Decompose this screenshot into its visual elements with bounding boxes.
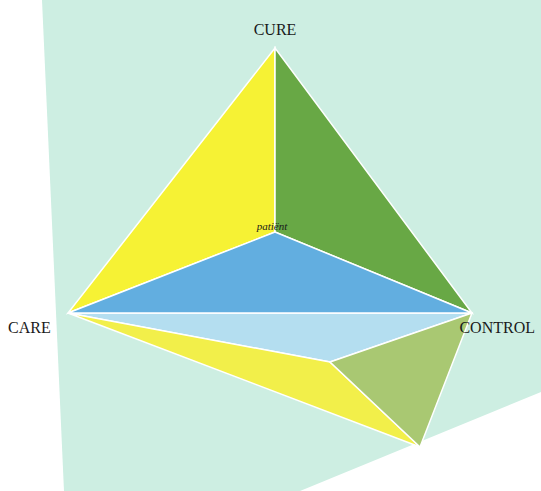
vertex-label: CARE (8, 320, 51, 336)
vertex-label: CURE (254, 22, 297, 38)
care-control-face (68, 232, 472, 313)
background-panel (42, 0, 541, 491)
center-label: patiënt (257, 221, 288, 232)
reflection-green-face (330, 313, 472, 447)
vertex-label: CONTROL (459, 320, 535, 336)
